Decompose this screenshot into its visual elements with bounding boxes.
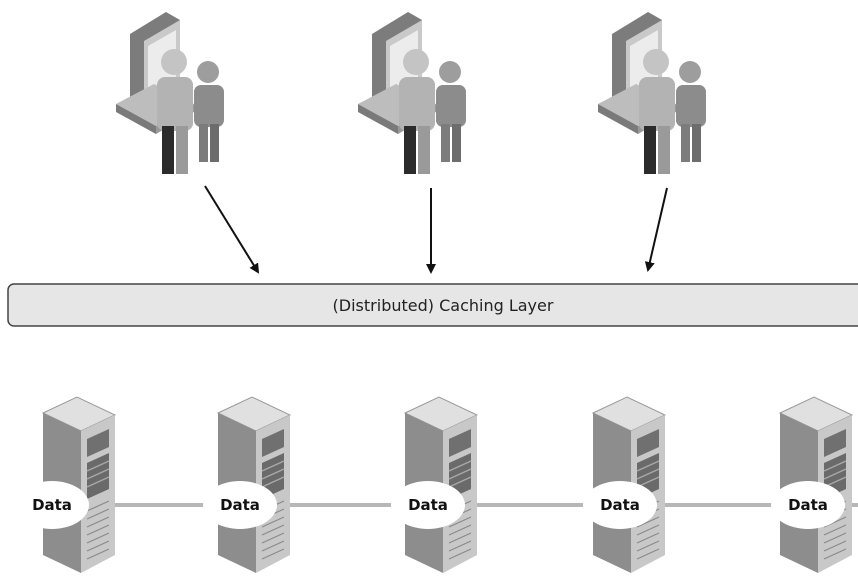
data-label: Data bbox=[788, 496, 828, 514]
user-workstation-icon bbox=[358, 12, 466, 174]
server-node: Data bbox=[203, 396, 291, 574]
data-badge bbox=[391, 481, 465, 529]
data-label: Data bbox=[600, 496, 640, 514]
client-group bbox=[116, 12, 706, 174]
data-badge bbox=[583, 481, 657, 529]
caching-layer: (Distributed) Caching Layer bbox=[7, 283, 858, 327]
data-badge bbox=[15, 481, 89, 529]
data-label: Data bbox=[32, 496, 72, 514]
server-node: Data bbox=[771, 396, 853, 574]
data-label: Data bbox=[408, 496, 448, 514]
arrow-client-1-to-cache bbox=[204, 185, 260, 274]
user-workstation-icon bbox=[598, 12, 706, 174]
caching-layer-label: (Distributed) Caching Layer bbox=[333, 296, 554, 315]
server-node: Data bbox=[583, 396, 666, 574]
arrow-client-3-to-cache bbox=[644, 187, 668, 272]
data-badge bbox=[771, 481, 845, 529]
server-node: Data bbox=[15, 396, 116, 574]
server-node: Data bbox=[391, 396, 478, 574]
request-arrows bbox=[204, 185, 668, 274]
data-badge bbox=[203, 481, 277, 529]
user-workstation-icon bbox=[116, 12, 224, 174]
server-row: Data Data Data Data Data bbox=[15, 396, 853, 574]
caching-layer-bar bbox=[7, 283, 858, 327]
data-label: Data bbox=[220, 496, 260, 514]
